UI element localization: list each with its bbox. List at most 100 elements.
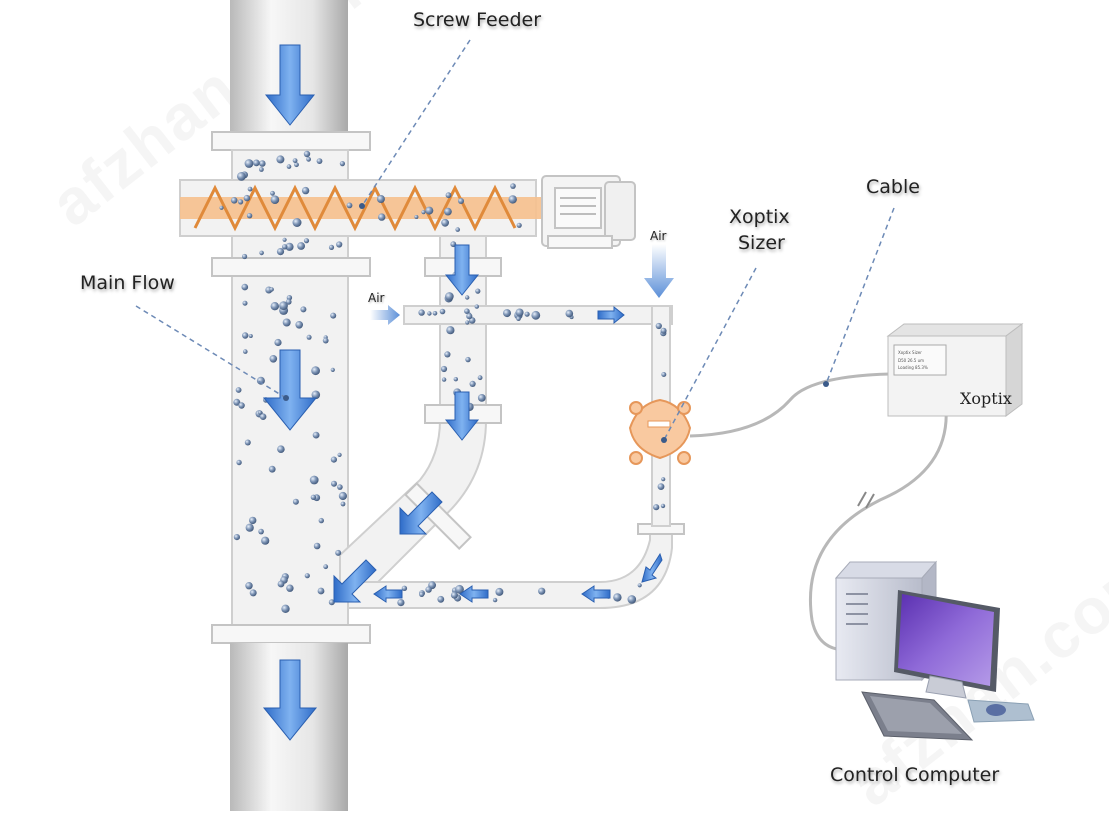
particle bbox=[441, 218, 449, 227]
particle bbox=[219, 205, 224, 210]
particle bbox=[330, 367, 335, 372]
particle bbox=[660, 327, 667, 334]
particle bbox=[285, 242, 294, 251]
particle bbox=[492, 597, 498, 603]
particle bbox=[238, 402, 245, 409]
particle bbox=[425, 206, 434, 215]
particle bbox=[281, 604, 290, 613]
particle bbox=[261, 536, 270, 545]
arrow-air-line bbox=[597, 305, 625, 325]
particle bbox=[661, 477, 666, 482]
particle bbox=[282, 237, 287, 242]
particle bbox=[301, 186, 310, 195]
particle bbox=[277, 580, 285, 588]
particle bbox=[340, 501, 346, 507]
sensor-cable bbox=[689, 372, 891, 438]
particle bbox=[303, 150, 311, 158]
particle bbox=[249, 589, 257, 597]
particle bbox=[309, 475, 319, 485]
particle bbox=[475, 288, 481, 294]
particle bbox=[477, 375, 483, 381]
particle bbox=[311, 390, 321, 400]
arrow-return-1 bbox=[373, 585, 403, 603]
particle bbox=[282, 318, 291, 327]
arrow-diagonal-1 bbox=[399, 491, 443, 535]
particle bbox=[613, 593, 622, 602]
particle bbox=[531, 310, 541, 320]
particle bbox=[316, 158, 323, 165]
particle bbox=[248, 334, 253, 338]
particle bbox=[295, 321, 304, 329]
particle bbox=[378, 213, 386, 221]
arrow-branch-2 bbox=[444, 391, 480, 441]
particle bbox=[419, 591, 425, 598]
particle bbox=[524, 311, 530, 317]
leader-screw-feeder bbox=[361, 39, 471, 207]
particle bbox=[339, 161, 345, 167]
particle bbox=[444, 207, 452, 216]
arrow-return-2 bbox=[459, 585, 489, 603]
particle bbox=[311, 366, 320, 376]
particle bbox=[249, 516, 257, 525]
particle bbox=[279, 301, 288, 311]
motor bbox=[541, 175, 636, 249]
analyzer-box bbox=[886, 323, 1024, 417]
particle bbox=[465, 356, 471, 363]
particle bbox=[446, 326, 455, 335]
particle bbox=[304, 573, 310, 579]
arrow-main bbox=[262, 349, 318, 431]
particle bbox=[253, 159, 260, 167]
particle bbox=[292, 158, 298, 164]
particle bbox=[510, 183, 516, 189]
particle bbox=[336, 241, 343, 248]
arrow-return-4 bbox=[641, 552, 663, 583]
particle bbox=[427, 311, 432, 316]
particle bbox=[515, 308, 524, 317]
flow-arrows bbox=[262, 44, 674, 741]
particle bbox=[661, 372, 667, 377]
particle bbox=[338, 491, 347, 501]
particle bbox=[294, 162, 299, 168]
particle bbox=[246, 213, 253, 219]
particle bbox=[466, 313, 473, 320]
particle bbox=[297, 242, 305, 250]
particle bbox=[477, 394, 486, 402]
particle bbox=[258, 410, 263, 415]
particle bbox=[256, 376, 265, 385]
particle bbox=[322, 337, 329, 344]
particle bbox=[445, 292, 454, 301]
particle bbox=[244, 439, 251, 446]
particle bbox=[259, 250, 264, 256]
particle bbox=[397, 599, 405, 607]
particle bbox=[453, 377, 458, 382]
particle bbox=[653, 504, 660, 511]
leader-cable bbox=[825, 207, 895, 385]
particle bbox=[455, 227, 461, 232]
particle bbox=[445, 192, 452, 199]
particle bbox=[310, 494, 317, 500]
particle bbox=[637, 583, 642, 588]
particle bbox=[303, 238, 310, 244]
particle bbox=[237, 172, 246, 181]
particle bbox=[439, 308, 446, 315]
particle bbox=[516, 222, 522, 228]
particle bbox=[286, 584, 294, 592]
particle bbox=[269, 287, 274, 292]
analyzer-display-line3: Loading 85.3% bbox=[898, 365, 928, 370]
particle bbox=[245, 582, 253, 590]
particle bbox=[270, 195, 280, 204]
particle bbox=[259, 160, 266, 167]
particle bbox=[292, 218, 302, 227]
sample-branch bbox=[339, 229, 502, 601]
particle bbox=[495, 587, 504, 596]
particle bbox=[270, 190, 275, 196]
particle bbox=[242, 253, 248, 260]
arrow-branch-1 bbox=[444, 244, 480, 296]
particle bbox=[277, 445, 285, 454]
particle bbox=[503, 309, 511, 318]
label-air-top: Air bbox=[650, 229, 667, 243]
particle bbox=[269, 355, 278, 363]
particle bbox=[313, 542, 321, 550]
particle bbox=[259, 413, 267, 421]
particle bbox=[236, 459, 242, 466]
